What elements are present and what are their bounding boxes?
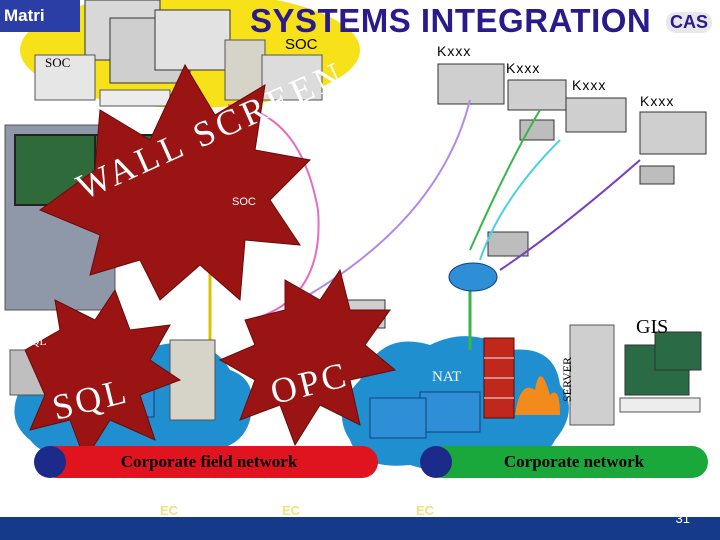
sql-small-label: SQL bbox=[24, 334, 47, 348]
kxxx-label-3: Kxxx bbox=[572, 77, 607, 93]
flame-icon bbox=[515, 376, 560, 415]
soc-screenshot-3 bbox=[154, 9, 231, 71]
gis-workstation-monitor-2 bbox=[654, 331, 702, 371]
kxxx-label-2: Kxxx bbox=[506, 60, 541, 76]
soc-left-label: SOC bbox=[45, 55, 71, 70]
page-title: SYSTEMS INTEGRATION bbox=[250, 2, 652, 39]
soc-keyboard bbox=[99, 89, 171, 107]
soc-screen-label: SOC bbox=[232, 196, 256, 208]
gis-keyboard bbox=[619, 397, 701, 413]
logo-right: CAS bbox=[666, 12, 713, 33]
link-lilac bbox=[299, 99, 471, 301]
server-tower bbox=[569, 324, 615, 426]
link-purple bbox=[499, 159, 641, 271]
router-icon bbox=[448, 262, 498, 292]
corporate-network-label: Corporate network bbox=[503, 452, 645, 471]
kxxx-device-1 bbox=[437, 63, 505, 105]
ec-label-1: EC bbox=[160, 503, 179, 518]
nat-label: NAT bbox=[432, 369, 462, 385]
gis-label: GIS bbox=[636, 316, 669, 338]
corporate-field-network-label: Corporate field network bbox=[120, 452, 298, 471]
server-label: SERVER bbox=[560, 356, 575, 403]
kxxx-device-2 bbox=[507, 79, 567, 111]
corporate-network-node bbox=[420, 446, 452, 478]
nat-switch-icon bbox=[419, 391, 481, 433]
soc-monitor-right bbox=[261, 54, 323, 101]
corporate-network-bar: Corporate network bbox=[426, 446, 708, 478]
kxxx-device-3 bbox=[565, 97, 627, 133]
soc-top-label: SOC bbox=[285, 36, 318, 53]
kxxx-label-1: Kxxx bbox=[437, 43, 472, 59]
burst-opc bbox=[218, 268, 397, 447]
kxxx-label-4: Kxxx bbox=[640, 93, 675, 109]
corporate-field-network-bar: Corporate field network bbox=[40, 446, 378, 478]
field-device-a bbox=[519, 119, 555, 141]
logo-left: Matri bbox=[4, 6, 45, 25]
ec-label-2: EC bbox=[282, 503, 301, 518]
switch-icon-left bbox=[369, 397, 427, 439]
ec-label-3: EC bbox=[416, 503, 435, 518]
burst-sql bbox=[24, 288, 182, 462]
field-device-c bbox=[487, 231, 529, 257]
burst-wall-screen bbox=[38, 63, 312, 302]
soc-monitor-left bbox=[34, 54, 96, 101]
footer-bar bbox=[0, 517, 720, 540]
link-green bbox=[469, 109, 541, 251]
link-cyan bbox=[479, 139, 561, 261]
page-number: 31 bbox=[675, 511, 690, 526]
kxxx-device-4 bbox=[639, 111, 707, 155]
logo-strip bbox=[0, 0, 80, 32]
field-device-b bbox=[639, 165, 675, 185]
field-network-node bbox=[34, 446, 66, 478]
